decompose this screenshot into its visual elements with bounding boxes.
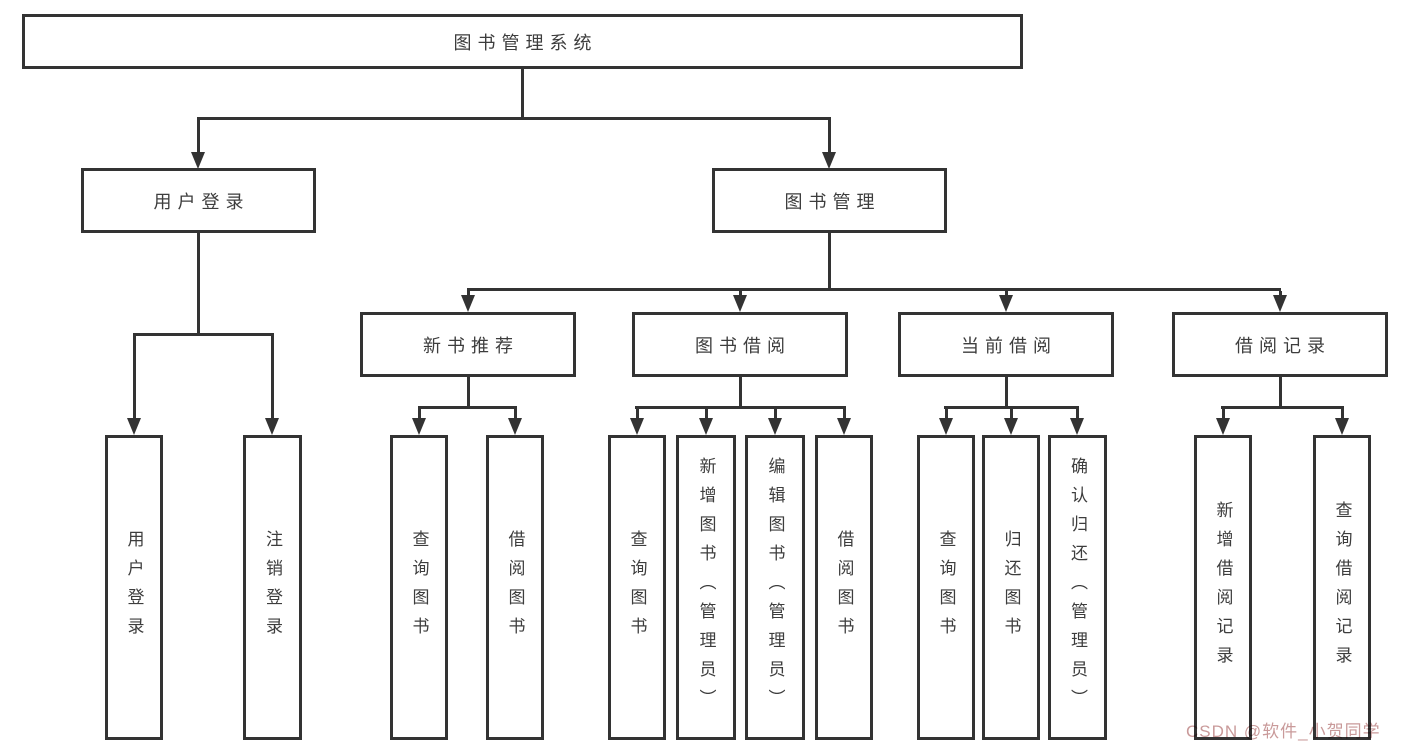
arrow-down xyxy=(191,152,205,169)
connector-line xyxy=(774,409,777,419)
connector-line xyxy=(521,69,524,117)
connector-line xyxy=(1279,377,1282,406)
node-root: 图书管理系统 xyxy=(22,14,1023,69)
node-user-login: 用户登录 xyxy=(81,168,316,233)
arrow-down xyxy=(1070,418,1084,435)
leaf-logout: 注销登录 xyxy=(243,435,302,740)
connector-line xyxy=(1279,291,1282,297)
arrow-down xyxy=(461,295,475,312)
connector-line xyxy=(739,377,742,406)
connector-line xyxy=(1076,409,1079,419)
connector-line xyxy=(133,333,274,336)
arrow-down xyxy=(999,295,1013,312)
connector-line xyxy=(133,336,136,418)
arrow-down xyxy=(508,418,522,435)
connector-line xyxy=(467,377,470,406)
leaf-confirm-return-admin: 确认归还（管理员） xyxy=(1048,435,1107,740)
connector-line xyxy=(739,291,742,297)
arrow-down xyxy=(412,418,426,435)
connector-line xyxy=(418,406,517,409)
connector-line xyxy=(467,288,1281,291)
arrow-down xyxy=(733,295,747,312)
connector-line xyxy=(418,409,421,419)
arrow-down xyxy=(939,418,953,435)
leaf-query-borrow-record: 查询借阅记录 xyxy=(1313,435,1371,740)
connector-line xyxy=(705,409,708,419)
node-book-borrowing: 图书借阅 xyxy=(632,312,848,377)
node-borrowing-records: 借阅记录 xyxy=(1172,312,1388,377)
watermark: CSDN @软件_小贺同学 xyxy=(1186,722,1381,741)
connector-line xyxy=(828,120,831,152)
arrow-down xyxy=(699,418,713,435)
connector-line xyxy=(467,291,470,297)
connector-line xyxy=(843,409,846,419)
arrow-down xyxy=(630,418,644,435)
leaf-return-book: 归还图书 xyxy=(982,435,1040,740)
arrow-down xyxy=(265,418,279,435)
connector-line xyxy=(636,409,639,419)
connector-line xyxy=(1005,291,1008,297)
connector-line xyxy=(945,409,948,419)
connector-line xyxy=(1010,409,1013,419)
arrow-down xyxy=(1216,418,1230,435)
connector-line xyxy=(1005,377,1008,406)
connector-line xyxy=(828,233,831,288)
node-new-book-recommend: 新书推荐 xyxy=(360,312,576,377)
connector-line xyxy=(1222,409,1225,419)
connector-line xyxy=(197,233,200,333)
leaf-borrow-books-borrowing: 借阅图书 xyxy=(815,435,873,740)
arrow-down xyxy=(1273,295,1287,312)
connector-line xyxy=(1221,406,1344,409)
leaf-query-books-current: 查询图书 xyxy=(917,435,975,740)
arrow-down xyxy=(837,418,851,435)
arrow-down xyxy=(1004,418,1018,435)
connector-line xyxy=(1341,409,1344,419)
connector-line xyxy=(514,409,517,419)
connector-line xyxy=(271,336,274,418)
connector-line xyxy=(197,117,831,120)
connector-line xyxy=(197,120,200,152)
leaf-edit-book-admin: 编辑图书（管理员） xyxy=(745,435,805,740)
node-current-borrowing: 当前借阅 xyxy=(898,312,1114,377)
leaf-borrow-books-recommend: 借阅图书 xyxy=(486,435,544,740)
arrow-down xyxy=(768,418,782,435)
node-book-management: 图书管理 xyxy=(712,168,947,233)
leaf-query-books-borrowing: 查询图书 xyxy=(608,435,666,740)
arrow-down xyxy=(822,152,836,169)
leaf-user-login: 用户登录 xyxy=(105,435,163,740)
leaf-add-book-admin: 新增图书（管理员） xyxy=(676,435,736,740)
arrow-down xyxy=(127,418,141,435)
leaf-query-books-recommend: 查询图书 xyxy=(390,435,448,740)
leaf-add-borrow-record: 新增借阅记录 xyxy=(1194,435,1252,740)
arrow-down xyxy=(1335,418,1349,435)
connector-line xyxy=(635,406,846,409)
connector-line xyxy=(944,406,1079,409)
